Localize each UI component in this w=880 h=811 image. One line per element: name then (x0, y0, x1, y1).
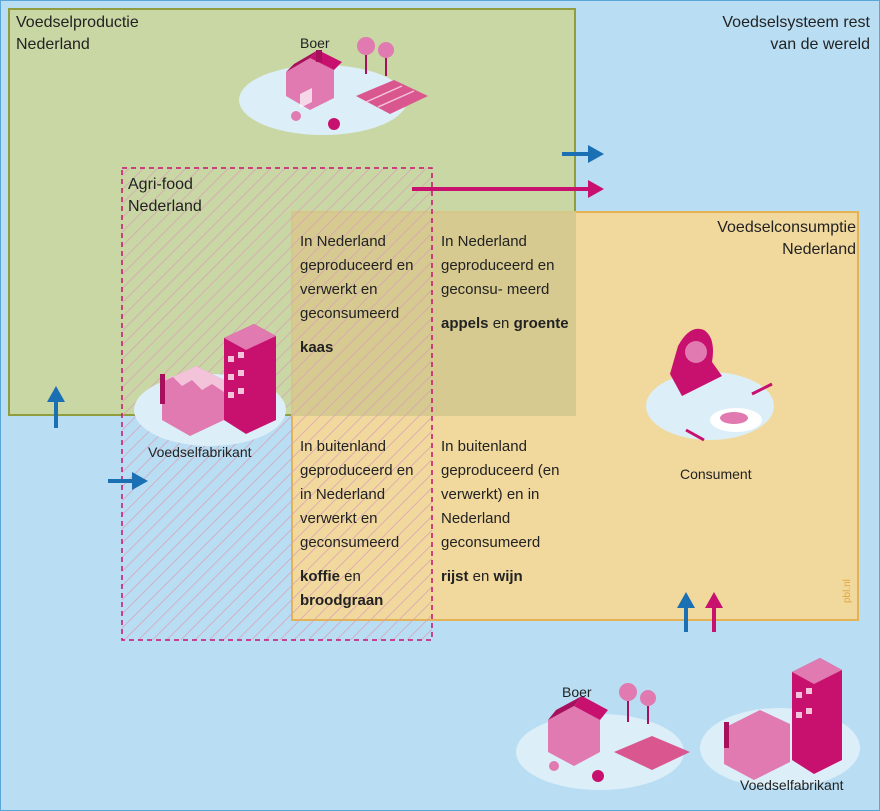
cell-nl-produced-consumed: In Nederland geproduceerd en geconsu- me… (441, 230, 569, 336)
consumption-label: Voedselconsumptie Nederland (717, 219, 856, 258)
cell-foreign-produced-nl-consumed: In buitenland geproduceerd (en verwerkt)… (441, 435, 577, 589)
consumer-icon (646, 328, 774, 442)
cell-example: koffie en broodgraan (300, 568, 384, 609)
cell-text: In Nederland geproduceerd en verwerkt en… (300, 233, 414, 322)
cell-text: In buitenland geproduceerd en in Nederla… (300, 438, 414, 551)
cell-example: kaas (300, 339, 334, 356)
source-label: pbl.nl (842, 579, 853, 603)
cell-example: rijst en wijn (441, 568, 523, 585)
arrow-icon (677, 592, 695, 632)
farmer-world-label: Boer (562, 684, 592, 700)
arrow-icon (108, 472, 148, 490)
factory-icon (700, 658, 860, 788)
arrow-icon (412, 180, 604, 198)
agrifood-label: Agri-food Nederland (128, 176, 202, 215)
production-label: Voedselproductie Nederland (16, 14, 139, 53)
farm-icon (516, 683, 690, 790)
consumer-label: Consument (680, 466, 752, 482)
world-label: Voedselsysteem rest van de wereld (722, 14, 870, 53)
cell-text: In buitenland geproduceerd (en verwerkt)… (441, 438, 560, 551)
cell-foreign-produced-nl-processed: In buitenland geproduceerd en in Nederla… (300, 435, 428, 613)
factory-nl-label: Voedselfabrikant (148, 444, 252, 460)
cell-example: appels en groente (441, 315, 569, 332)
farm-icon (239, 37, 428, 135)
factory-world-label: Voedselfabrikant (740, 777, 844, 793)
farmer-nl-label: Boer (300, 35, 330, 51)
arrow-icon (47, 386, 65, 428)
cell-text: In Nederland geproduceerd en geconsu- me… (441, 233, 555, 298)
arrow-icon (562, 145, 604, 163)
arrow-icon (705, 592, 723, 632)
factory-icon (134, 324, 286, 446)
cell-nl-produced-processed-consumed: In Nederland geproduceerd en verwerkt en… (300, 230, 428, 360)
